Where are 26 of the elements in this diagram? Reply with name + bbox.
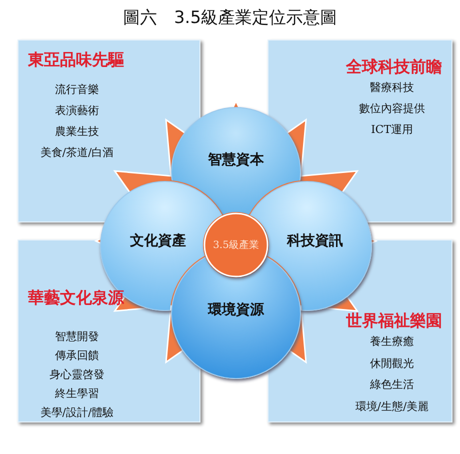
list-item: 流行音樂: [55, 82, 99, 98]
list-item: 休閒觀光: [370, 356, 414, 372]
circle-label: 環境資源: [208, 301, 264, 319]
panel-heading: 東亞品味先驅: [28, 50, 124, 70]
list-item: 美學/設計/體驗: [40, 405, 114, 421]
panel-heading: 世界福祉樂園: [346, 311, 442, 331]
list-item: 數位內容提供: [359, 101, 425, 117]
circle-label: 科技資訊: [287, 232, 343, 250]
list-item: 美食/茶道/白酒: [40, 145, 114, 161]
circle-label: 3.5級產業: [213, 238, 259, 252]
list-item: 表演藝術: [55, 103, 99, 119]
list-item: 環境/生態/美麗: [355, 398, 429, 414]
panel-heading: 華藝文化泉源: [28, 288, 124, 308]
list-item: 終生學習: [55, 386, 99, 402]
list-item: 農業生技: [55, 124, 99, 140]
diagram-title: 圖六 3.5級產業定位示意圖: [122, 7, 338, 29]
list-item: 綠色生活: [370, 377, 414, 393]
list-item: 智慧開發: [55, 329, 99, 345]
list-item: 養生療癒: [370, 334, 414, 350]
list-item: 傳承回饋: [55, 348, 99, 364]
list-item: 醫療科技: [370, 80, 414, 96]
circle-label: 智慧資本: [208, 151, 264, 169]
panel-heading: 全球科技前瞻: [346, 57, 442, 77]
circle-label: 文化資產: [130, 232, 186, 250]
list-item: ICT運用: [370, 122, 414, 138]
list-item: 身心靈啓發: [50, 367, 104, 383]
